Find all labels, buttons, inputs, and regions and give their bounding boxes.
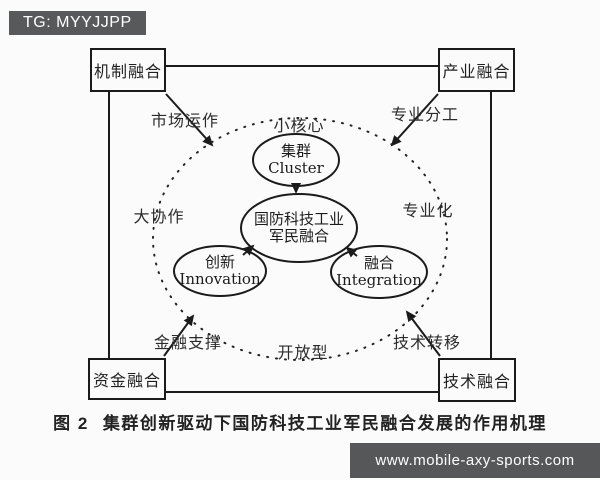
integration-ellipse-shape (330, 245, 428, 299)
site-url-watermark: www.mobile-axy-sports.com (350, 443, 600, 478)
innovation-ellipse-label: 创新 Innovation (179, 252, 261, 289)
label-financial-support: 金融支撑 (153, 333, 223, 352)
center-label-line2: 军民融合 (268, 227, 330, 245)
outer-square (108, 65, 492, 393)
label-market-operation: 市场运作 (150, 111, 220, 130)
label-small-core: 小核心 (273, 116, 325, 135)
integration-label-en: Integration (336, 271, 422, 289)
center-ellipse-label: 国防科技工业 军民融合 (253, 209, 345, 246)
box-technology-fusion: 技术融合 (438, 358, 516, 402)
figure-caption-text: 集群创新驱动下国防科技工业军民融合发展的作用机理 (102, 414, 547, 433)
corner-arrows (163, 93, 441, 357)
cluster-label-cn: 集群 (280, 141, 311, 160)
innovation-ellipse-shape (173, 245, 267, 297)
ellipse-shapes (173, 133, 428, 299)
cluster-ellipse-label: 集群 Cluster (268, 141, 324, 178)
inner-arrows (242, 183, 358, 258)
center-label-line1: 国防科技工业 (253, 209, 345, 228)
label-great-collaboration: 大协作 (133, 207, 185, 226)
figure-number: 图 2 (53, 414, 89, 433)
box-mechanism-fusion: 机制融合 (90, 48, 166, 92)
telegram-watermark-badge: TG: MYYJJPP (9, 11, 146, 35)
label-specialization: 专业化 (402, 201, 454, 220)
dashed-circle (152, 117, 448, 361)
figure-caption: 图 2 集群创新驱动下国防科技工业军民融合发展的作用机理 (0, 409, 600, 434)
label-open-type: 开放型 (277, 343, 329, 362)
label-technology-transfer: 技术转移 (392, 333, 462, 352)
center-ellipse-shape (240, 193, 358, 263)
innovation-label-en: Innovation (179, 270, 261, 288)
box-capital-fusion: 资金融合 (88, 358, 166, 400)
integration-ellipse-label: 融合 Integration (336, 253, 422, 290)
label-professional-division: 专业分工 (390, 105, 460, 124)
integration-label-cn: 融合 (363, 253, 395, 272)
innovation-label-cn: 创新 (204, 252, 235, 271)
cluster-label-en: Cluster (268, 159, 324, 177)
box-industry-fusion: 产业融合 (438, 48, 515, 92)
